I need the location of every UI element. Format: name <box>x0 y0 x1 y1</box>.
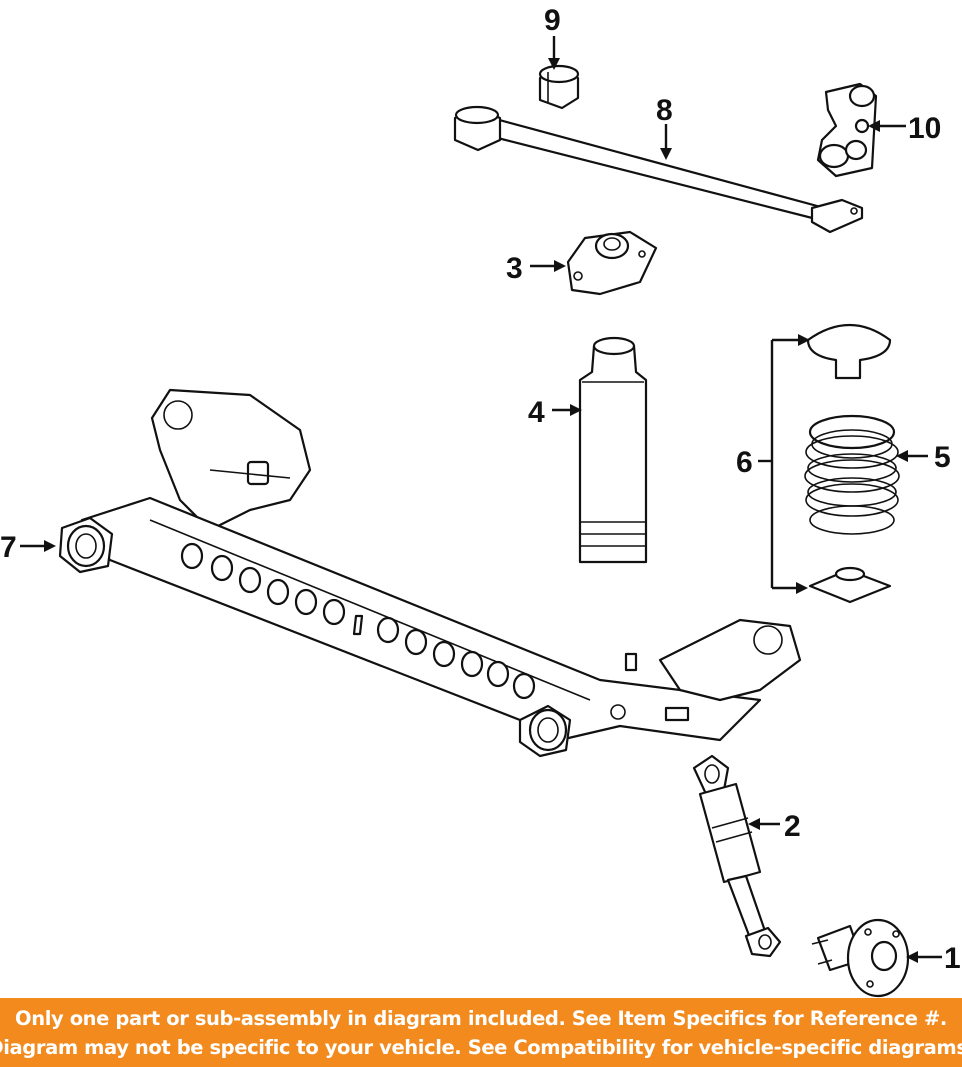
callout-10: 10 <box>908 112 941 145</box>
part-3-mount <box>566 230 658 296</box>
part-2-shock-absorber <box>692 754 782 958</box>
part-9-bushing <box>538 64 580 110</box>
rear-axle-beam <box>58 388 802 758</box>
disclaimer-banner: Only one part or sub-assembly in diagram… <box>0 998 962 1067</box>
part-8-rod <box>453 105 864 234</box>
arrow-4 <box>552 404 582 416</box>
callout-9: 9 <box>544 4 561 37</box>
arrow-3 <box>530 260 566 272</box>
arrow-8 <box>660 124 672 160</box>
arrow-10 <box>868 120 906 132</box>
callout-7: 7 <box>0 531 17 564</box>
arrow-2 <box>748 818 780 830</box>
callout-1: 1 <box>944 942 961 975</box>
part-4-dust-boot <box>578 336 648 564</box>
callout-6: 6 <box>736 446 753 479</box>
part-6-lower-insulator <box>808 566 892 604</box>
arrow-9 <box>548 36 560 70</box>
callout-4: 4 <box>528 396 545 429</box>
disclaimer-line-1: Only one part or sub-assembly in diagram… <box>15 1006 947 1030</box>
arrow-7 <box>20 540 56 552</box>
disclaimer-line-2: Diagram may not be specific to your vehi… <box>0 1035 962 1059</box>
part-1-hub <box>811 918 910 998</box>
part-6-upper-insulator <box>806 323 892 380</box>
part-10-bracket <box>816 82 878 178</box>
arrow-1 <box>906 951 942 963</box>
arrow-5 <box>896 450 928 462</box>
part-5-coil-spring <box>804 414 900 535</box>
callout-5: 5 <box>934 441 951 474</box>
bracket-6 <box>758 334 810 594</box>
callout-2: 2 <box>784 810 801 843</box>
callout-8: 8 <box>656 94 673 127</box>
callout-3: 3 <box>506 252 523 285</box>
parts-diagram: 1 2 3 4 5 6 7 8 9 10 <box>0 4 961 998</box>
